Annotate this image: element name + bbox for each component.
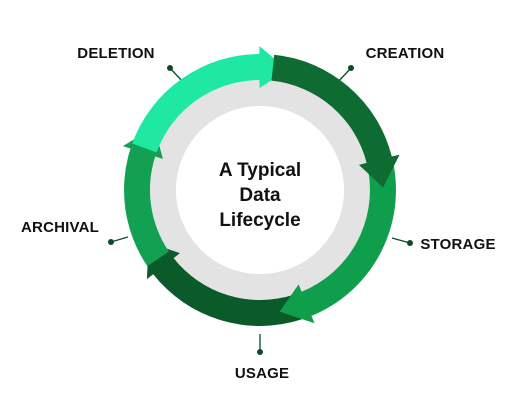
label-deletion: DELETION xyxy=(77,45,154,62)
label-archival: ARCHIVAL xyxy=(21,219,99,236)
connector-usage xyxy=(257,334,263,355)
archival-arrow xyxy=(122,127,169,267)
deletion-arrow xyxy=(132,46,288,153)
creation-arrow xyxy=(271,54,400,188)
center-title-line-2: Data xyxy=(239,185,281,206)
usage-arrow xyxy=(146,242,302,326)
label-usage: USAGE xyxy=(235,365,289,382)
connector-storage xyxy=(391,237,413,246)
center-title-line-1: A Typical xyxy=(219,160,301,181)
center-title-line-3: Lifecycle xyxy=(219,210,300,231)
label-storage: STORAGE xyxy=(420,236,495,253)
inner-ring xyxy=(150,80,370,300)
center-disc xyxy=(176,106,344,274)
label-creation: CREATION xyxy=(366,45,445,62)
connector-archival xyxy=(108,236,129,245)
connector-deletion xyxy=(167,65,184,83)
